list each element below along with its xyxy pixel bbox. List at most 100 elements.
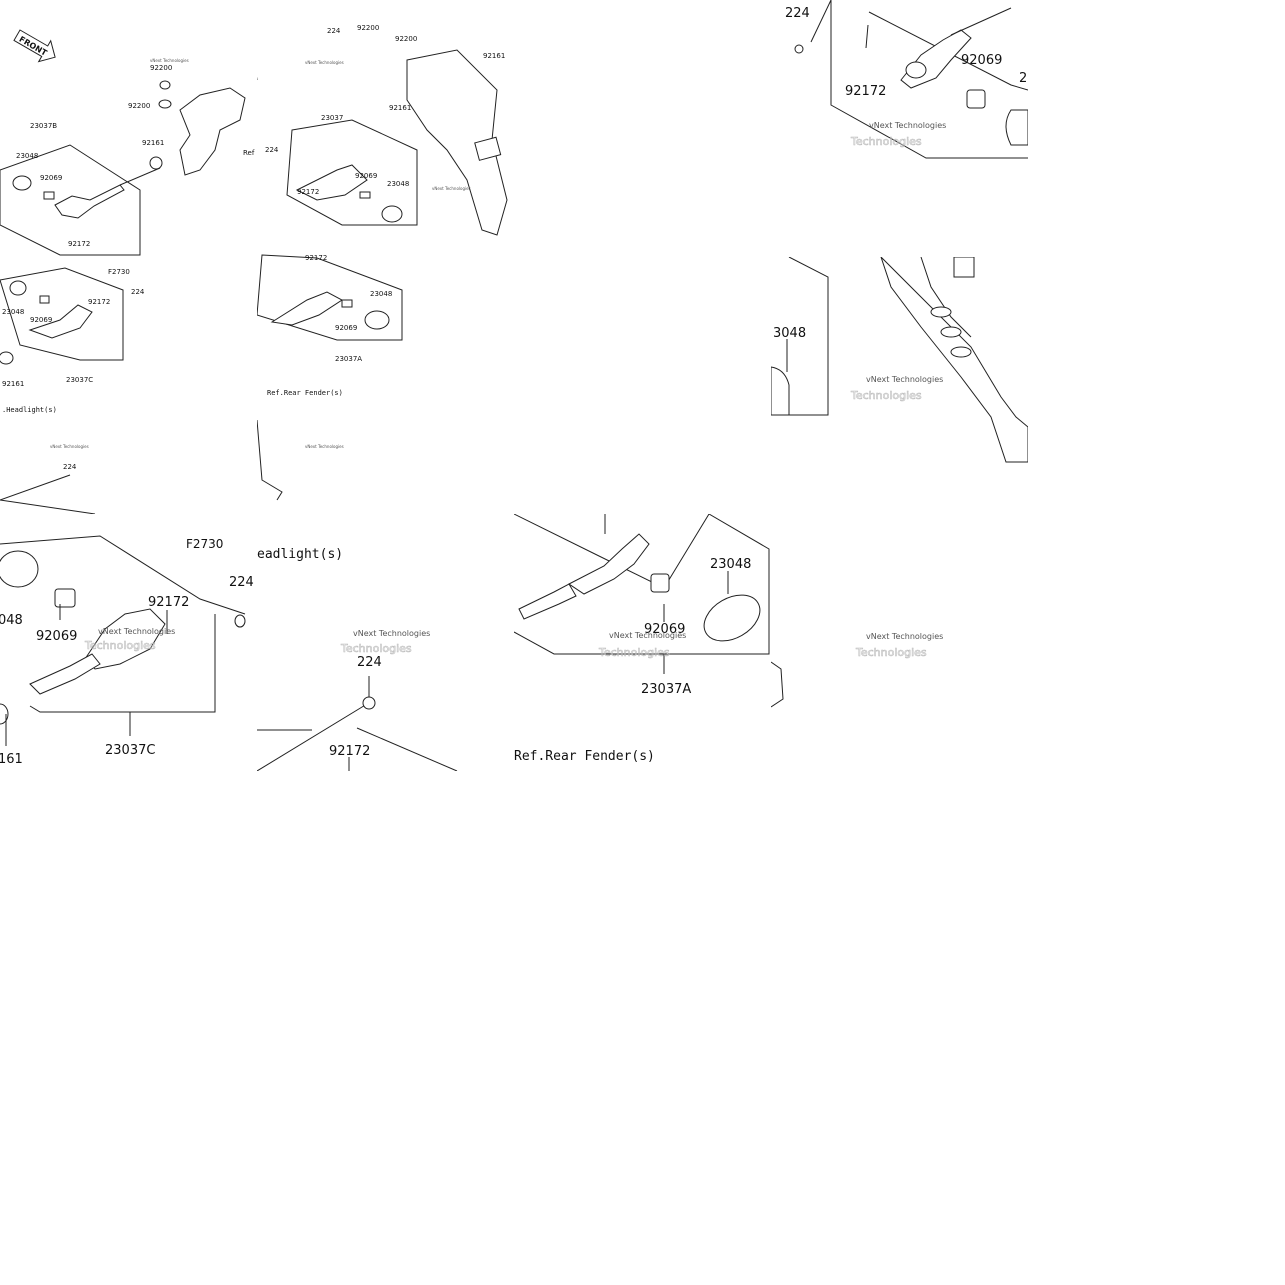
label-224-c: 224 <box>327 27 341 35</box>
label-92172-zoom: 92172 <box>845 84 886 99</box>
tile-front-left-overview: FRONT 92200 92200 92161 23037 <box>0 0 257 514</box>
screw-224-c <box>794 44 804 54</box>
watermark-zoom-e: vNext Technologies <box>98 627 175 636</box>
watermark-zoom-d: vNext Technologies <box>866 375 943 384</box>
watermark-b: vNext Technologies <box>50 444 89 449</box>
bulb-92069-e <box>54 588 76 608</box>
lens-23048-c <box>1005 109 1028 146</box>
label-ref-headlight-clipped: eadlight(s) <box>257 547 343 562</box>
tile-rear-signal-zoom: 224 92069 92172 2 vNext Technologies Tec… <box>771 0 1028 257</box>
label-ref-rear-fender-small: Ref.Rear Fender(s) <box>267 389 343 397</box>
label-23037A-zoom: 23037A <box>641 682 691 697</box>
rear-fender-bracket <box>406 49 508 236</box>
box-23037B <box>0 144 141 256</box>
bulb-92069-a <box>43 191 55 200</box>
label-92172: 92172 <box>68 240 90 248</box>
watermark-zoom-c2: Technologies <box>850 135 922 148</box>
label-92069-c: 92069 <box>355 172 377 180</box>
label-92172-f: 92172 <box>329 744 370 759</box>
label-224-b: 224 <box>63 463 77 471</box>
label-224: 224 <box>131 288 145 296</box>
label-23037C: 23037C <box>66 376 93 384</box>
box-23037C-small <box>0 267 124 361</box>
rear-fender-body <box>880 257 1028 463</box>
label-23048-b: 23048 <box>2 308 24 316</box>
tile-rear-overview: 224 92200 92200 92161 92161 23037 224 92… <box>257 0 514 514</box>
label-92069-zoom: 92069 <box>961 53 1002 68</box>
label-224-f: 224 <box>357 655 382 670</box>
label-23037: 23037 <box>321 114 343 122</box>
label-23037A: 23037A <box>335 355 362 363</box>
label-92172-e: 92172 <box>148 595 189 610</box>
watermark-a: vNext Technologies <box>150 58 189 63</box>
watermark-zoom-h2: Technologies <box>855 646 927 659</box>
label-f2730-zoom: F2730 <box>186 537 223 551</box>
label-92069-d: 92069 <box>335 324 357 332</box>
label-ref: Ref <box>243 149 255 157</box>
label-92200-d: 92200 <box>395 35 417 43</box>
watermark-zoom-d2: Technologies <box>850 389 922 402</box>
label-23048-d: 23048 <box>370 290 392 298</box>
label-92069-b: 92069 <box>30 316 52 324</box>
label-161: 161 <box>0 752 23 767</box>
tile-rear-signal-assembly-zoom: 23048 92069 23037A Ref.Rear Fender(s) vN… <box>514 514 771 771</box>
label-23037B: 23037B <box>30 122 57 130</box>
label-92172-d: 92172 <box>305 254 327 262</box>
label-clipped-2: 2 <box>1019 71 1027 86</box>
label-92172-c: 92172 <box>297 188 319 196</box>
bulb-92069-g <box>650 573 670 593</box>
label-92161-d: 92161 <box>389 104 411 112</box>
label-92069-g: 92069 <box>644 622 685 637</box>
label-92200-c: 92200 <box>357 24 379 32</box>
watermark-zoom-g2: Technologies <box>598 646 670 659</box>
tile-front-signal-zoom: F2730 224 92172 048 92069 23037C 161 vNe… <box>0 514 257 771</box>
label-92161: 92161 <box>142 139 164 147</box>
label-224-d: 224 <box>265 146 279 154</box>
watermark-zoom-g: vNext Technologies <box>609 631 686 640</box>
screw-224-f <box>362 696 376 710</box>
lens-23048-g <box>703 594 761 642</box>
front-arrow-icon: FRONT <box>13 29 56 63</box>
watermark-zoom-e2: Technologies <box>84 639 156 652</box>
tile-mount-screw-zoom: eadlight(s) 224 92172 vNext Technologies… <box>257 514 514 771</box>
tile-rear-fender-zoom: 3048 vNext Technologies Technologies <box>771 257 1028 514</box>
watermark-zoom-c: vNext Technologies <box>869 121 946 130</box>
lens-23048-a <box>12 175 32 191</box>
label-224-e: 224 <box>229 575 254 590</box>
watermark-e: vNext Technologies <box>305 444 344 449</box>
label-92069: 92069 <box>40 174 62 182</box>
label-f2730: F2730 <box>108 268 130 276</box>
rear-signal-housing-g <box>568 533 650 595</box>
label-23037C-zoom: 23037C <box>105 743 155 758</box>
label-92161-b: 92161 <box>2 380 24 388</box>
label-ref-rear-fender: Ref.Rear Fender(s) <box>514 749 655 764</box>
tile-blank-watermark: vNext Technologies Technologies <box>771 514 1028 771</box>
box-23037 <box>286 119 418 226</box>
front-bracket <box>179 87 246 176</box>
label-23048: 23048 <box>16 152 38 160</box>
label-23048-c: 23048 <box>387 180 409 188</box>
watermark-d: vNext Technologies <box>432 186 471 191</box>
lens-23048-d <box>771 366 790 416</box>
watermark-zoom-f2: Technologies <box>340 642 412 655</box>
label-224-zoom: 224 <box>785 6 810 21</box>
watermark-c: vNext Technologies <box>305 60 344 65</box>
watermark-zoom-f: vNext Technologies <box>353 629 430 638</box>
label-048: 048 <box>0 613 23 628</box>
lens-23048-e <box>0 550 39 588</box>
box-23037A-small <box>257 254 403 341</box>
front-signal-housing <box>84 608 166 670</box>
bulb-92069-c <box>966 89 986 109</box>
washer-92200-a <box>158 99 172 109</box>
nut-92161-a <box>149 156 163 170</box>
label-3048: 3048 <box>773 326 806 341</box>
screw-224-e <box>234 614 246 628</box>
label-92200-b: 92200 <box>128 102 150 110</box>
signal-housing-a <box>54 184 125 219</box>
label-92161-c: 92161 <box>483 52 505 60</box>
label-92069-e: 92069 <box>36 629 77 644</box>
watermark-zoom-h: vNext Technologies <box>866 632 943 641</box>
label-23048-g: 23048 <box>710 557 751 572</box>
label-92200: 92200 <box>150 64 172 72</box>
